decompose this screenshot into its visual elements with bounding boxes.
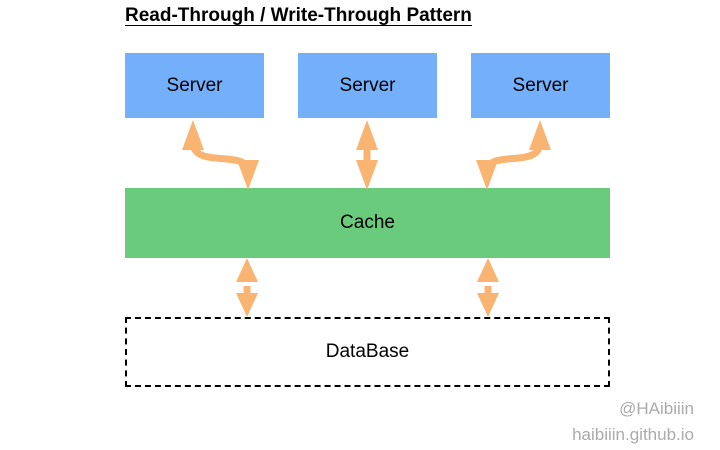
arrow-server1-cache [182, 120, 259, 190]
server-label-3: Server [512, 74, 569, 96]
database-label: DataBase [325, 341, 410, 362]
server-box-1: Server [125, 53, 264, 118]
cache-label: Cache [340, 212, 395, 233]
page-title: Read-Through / Write-Through Pattern [125, 5, 472, 26]
database-box: DataBase [125, 317, 610, 387]
watermark-handle: @HAibiiin [619, 399, 694, 418]
arrow-server3-cache [476, 120, 551, 190]
server-box-3: Server [471, 53, 610, 118]
arrow-cache-database-left [236, 258, 258, 317]
arrow-cache-database-right [477, 258, 499, 317]
arrow-server2-cache [356, 120, 378, 190]
server-box-2: Server [298, 53, 437, 118]
server-label-1: Server [166, 74, 223, 96]
server-label-2: Server [339, 74, 396, 96]
watermark: @HAibiiin haibiiin.github.io [572, 396, 694, 448]
watermark-site: haibiiin.github.io [572, 425, 694, 444]
cache-box: Cache [125, 188, 610, 258]
